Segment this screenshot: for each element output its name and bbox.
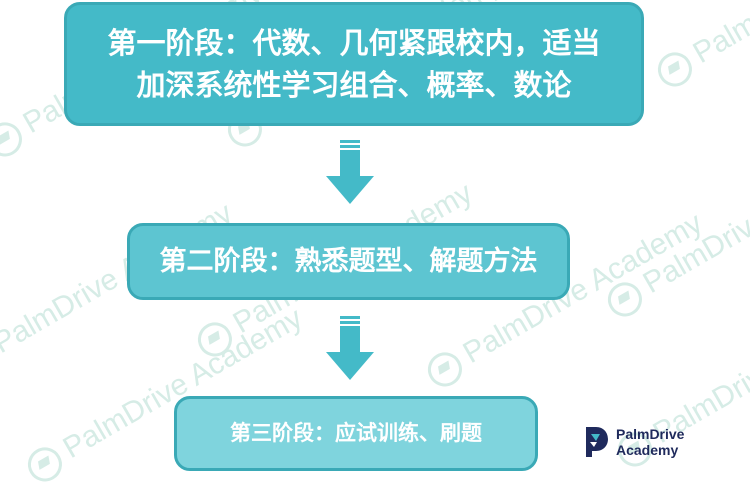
palmdrive-logo: PalmDrive Academy <box>580 424 750 460</box>
graduation-cap-icon <box>651 46 699 93</box>
logo-text: PalmDrive Academy <box>615 426 685 458</box>
watermark: PalmDrive Academy <box>601 136 750 323</box>
down-arrow-icon <box>326 316 374 380</box>
down-arrow-icon <box>326 140 374 204</box>
graduation-cap-icon <box>421 346 469 393</box>
graduation-cap-icon <box>0 116 29 163</box>
graduation-cap-icon <box>191 316 239 363</box>
stage-1-label: 第一阶段：代数、几何紧跟校内，适当 加深系统性学习组合、概率、数论 <box>107 22 600 106</box>
stage-2-box: 第二阶段：熟悉题型、解题方法 <box>127 223 570 300</box>
palmdrive-logo-icon <box>585 427 608 457</box>
graduation-cap-icon <box>21 441 69 488</box>
stage-2-label: 第二阶段：熟悉题型、解题方法 <box>159 245 538 277</box>
stage-3-label: 第三阶段：应试训练、刷题 <box>230 421 482 446</box>
stage-1-line-1: 第一阶段：代数、几何紧跟校内，适当 <box>107 25 601 60</box>
watermark: PalmDrive Academy <box>651 0 750 93</box>
stage-1-line-2: 加深系统性学习组合、概率、数论 <box>136 68 572 102</box>
stage-3-box: 第三阶段：应试训练、刷题 <box>174 396 538 471</box>
graduation-cap-icon <box>601 276 649 323</box>
stage-1-box: 第一阶段：代数、几何紧跟校内，适当 加深系统性学习组合、概率、数论 <box>64 2 644 126</box>
